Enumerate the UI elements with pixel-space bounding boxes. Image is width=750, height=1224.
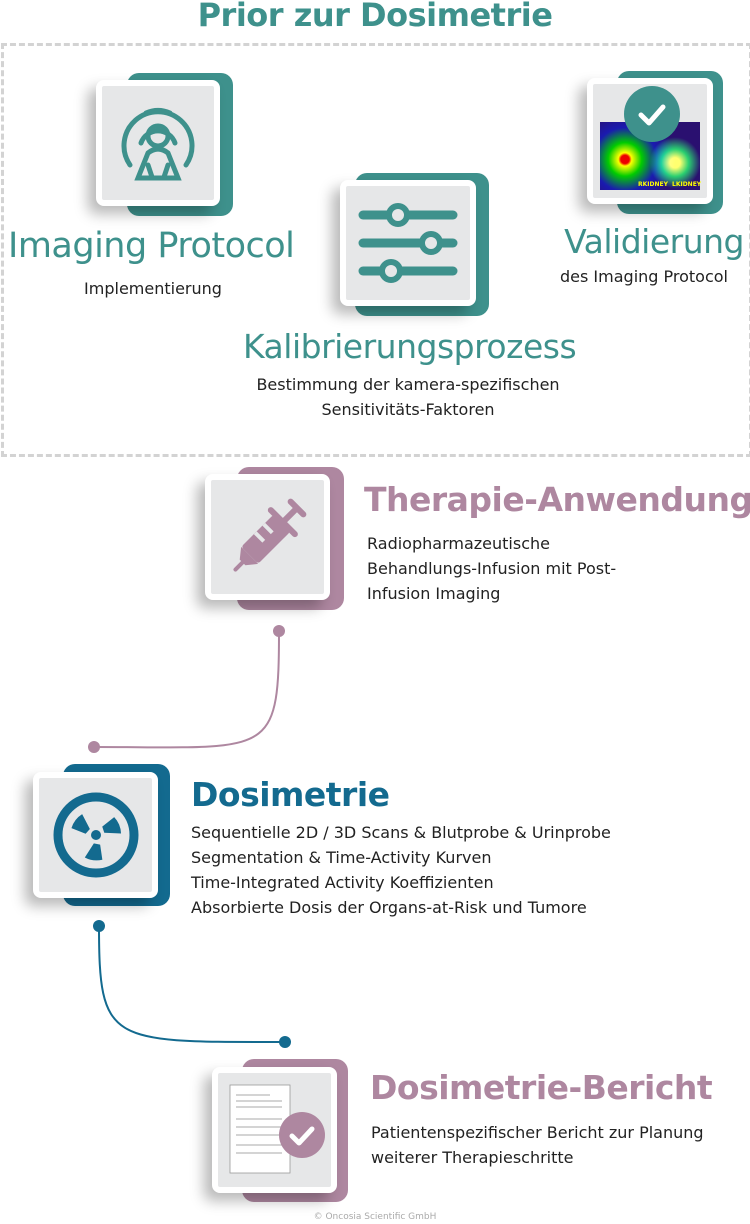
step-text: weiterer Therapieschritte xyxy=(371,1148,574,1167)
step-title: Dosimetrie xyxy=(191,775,390,814)
section-title: Prior zur Dosimetrie xyxy=(197,0,553,34)
step-text: Absorbierte Dosis der Organs-at-Risk und… xyxy=(191,898,587,917)
image-label: LKIDNEY xyxy=(672,181,702,188)
therapy-card xyxy=(205,474,330,600)
syringe-icon xyxy=(232,498,306,572)
connector-therapie-dosimetrie xyxy=(93,630,280,749)
step-text: Bestimmung der kamera-spezifischen xyxy=(256,375,560,394)
step-title: Imaging Protocol xyxy=(8,226,295,266)
step-text: Radiopharmazeutische xyxy=(367,534,550,553)
dosimetry-card xyxy=(33,772,158,898)
step-text: Segmentation & Time-Activity Kurven xyxy=(191,848,492,867)
check-circle-icon xyxy=(624,86,680,142)
sliders-icon xyxy=(358,203,458,283)
step-text: Patientenspezifischer Bericht zur Planun… xyxy=(371,1123,704,1142)
step-text: Sequentielle 2D / 3D Scans & Blutprobe &… xyxy=(191,823,611,842)
image-label: RKIDNEY xyxy=(638,181,668,188)
report-card xyxy=(212,1067,337,1193)
validation-card: RKIDNEY LKIDNEY xyxy=(587,78,713,204)
step-text: Sensitivitäts-Faktoren xyxy=(321,400,495,419)
connector-dot xyxy=(279,1036,291,1048)
connector-dot xyxy=(93,920,105,932)
step-text: Time-Integrated Activity Koeffizienten xyxy=(191,873,494,892)
connector-dosimetrie-bericht xyxy=(98,925,286,1044)
mri-scanner-icon xyxy=(121,108,195,181)
step-title: Dosimetrie-Bericht xyxy=(370,1068,713,1107)
step-text: Implementierung xyxy=(84,279,222,298)
connector-dot xyxy=(88,741,100,753)
calibration-card xyxy=(340,180,476,306)
step-text: Infusion Imaging xyxy=(367,584,501,603)
step-text: des Imaging Protocol xyxy=(560,267,728,286)
report-check-icon xyxy=(229,1084,325,1174)
radiation-icon xyxy=(53,792,138,878)
step-title: Kalibrierungsprozess xyxy=(243,327,577,366)
copyright: © Oncosia Scientific GmbH xyxy=(313,1212,437,1222)
step-text: Behandlungs-Infusion mit Post- xyxy=(367,559,617,578)
connector-dot xyxy=(273,625,285,637)
step-title: Validierung xyxy=(564,222,744,261)
step-title: Therapie-Anwendung xyxy=(364,480,750,519)
imaging-card xyxy=(96,80,220,206)
